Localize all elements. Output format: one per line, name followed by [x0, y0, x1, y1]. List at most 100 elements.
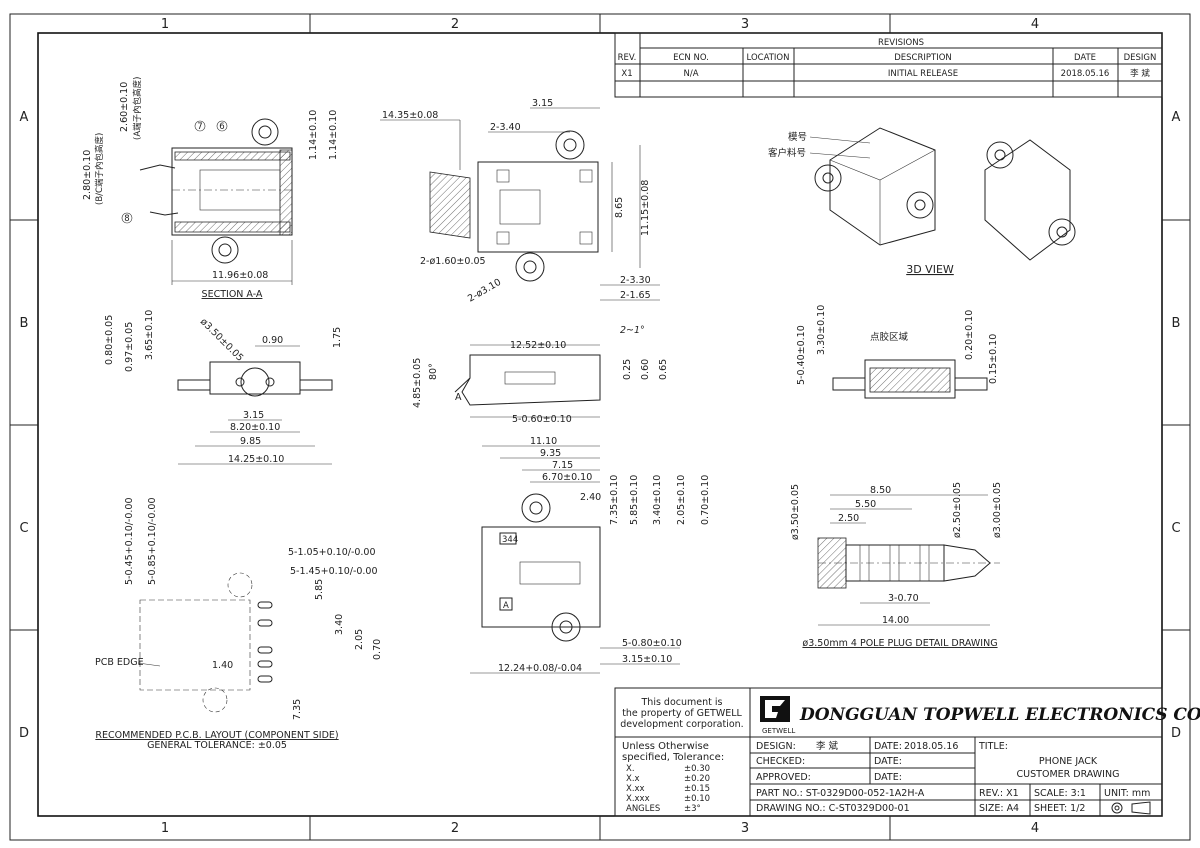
checked-label: CHECKED: [756, 756, 805, 767]
plug-dim-550: 5.50 [855, 499, 876, 510]
sheet-field: SHEET: 1/2 [1034, 803, 1085, 814]
pcb-edge-note: PCB EDGE [95, 657, 144, 668]
top-dim-1115: 11.15±0.08 [640, 180, 651, 236]
row-label-c-right: C [1171, 521, 1180, 536]
design-date-label: DATE: [874, 741, 902, 752]
property-line-2: the property of GETWELL [622, 708, 742, 719]
pcb-dim-5-105: 5-1.05+0.10/-0.00 [288, 547, 376, 558]
plug-dim-1400: 14.00 [882, 615, 909, 626]
pcb-layout: 5-0.45+0.10/-0.00 5-0.85+0.10/-0.00 5-1.… [95, 497, 383, 751]
description-header: DESCRIPTION [894, 53, 952, 63]
top-dim-315: 3.15 [532, 98, 553, 109]
row-label-d-right: D [1171, 726, 1181, 741]
front-dim-090: 0.90 [262, 335, 283, 346]
side-view: 12.52±0.10 2~1° 80° 4.85±0.05 0.25 0.60 … [412, 325, 669, 425]
sec-dim-280: 2.80±0.10 [82, 150, 93, 200]
logo-subtext: GETWELL [762, 727, 795, 735]
glue-dim-5-040: 5-0.40±0.10 [796, 325, 807, 385]
tol-xxxx-value: ±0.10 [684, 794, 710, 804]
glue-dim-020: 0.20±0.10 [964, 310, 975, 360]
row-label-a: A [20, 110, 29, 125]
col-label-3: 3 [741, 17, 749, 32]
side-dim-025: 0.25 [622, 359, 633, 380]
top-dim-865: 8.65 [614, 197, 625, 218]
company-logo: GETWELL [760, 696, 795, 735]
col-label-4: 4 [1031, 17, 1039, 32]
unit-field: UNIT: mm [1104, 788, 1150, 799]
plug-dim-o250: ø2.50±0.05 [952, 482, 963, 538]
bottom-dim-1224: 12.24+0.08/-0.04 [498, 663, 582, 674]
bottom-dim-240: 2.40 [580, 492, 601, 503]
bottom-dim-585: 5.85±0.10 [629, 475, 640, 525]
tol-angles-value: ±3° [684, 804, 701, 814]
side-marker-a: A [455, 392, 462, 403]
property-line-1: This document is [641, 697, 723, 708]
design-label: DESIGN: [756, 741, 796, 752]
front-dim-315: 3.15 [243, 410, 264, 421]
tol-xxx-label: X.xx [626, 784, 645, 794]
side-dim-065: 0.65 [658, 359, 669, 380]
row-label-b: B [20, 316, 29, 331]
balloon-8: 8 [124, 214, 129, 224]
bottom-dim-070: 0.70±0.10 [700, 475, 711, 525]
bottom-view: 344 A 11.10 9.35 7.15 6.70±0.10 2.40 7.3… [470, 436, 711, 674]
design-header: DESIGN [1124, 53, 1157, 63]
company-name: DONGGUAN TOPWELL ELECTRONICS CO.,LTD. [799, 705, 1200, 725]
top-dim-2-165: 2-1.65 [620, 290, 651, 301]
balloon-7: 7 [197, 122, 202, 132]
plug-dim-o350: ø3.50±0.05 [790, 484, 801, 540]
bottom-dim-5-080: 5-0.80±0.10 [622, 638, 682, 649]
side-dim-angle: 2~1° [620, 325, 645, 336]
plug-dim-850: 8.50 [870, 485, 891, 496]
col-label-3-bottom: 3 [741, 821, 749, 836]
col-label-1-bottom: 1 [161, 821, 169, 836]
grid-labels: 1 2 3 4 1 2 3 4 A B C D A B C D [19, 17, 1181, 836]
tolerance-title-1: Unless Otherwise [622, 741, 709, 752]
glue-view: 点胶区域 5-0.40±0.10 3.30±0.10 0.20±0.10 0.1… [796, 305, 999, 399]
front-dim-097: 0.97±0.05 [124, 322, 135, 372]
tol-xx-label: X.x [626, 774, 640, 784]
col-label-4-bottom: 4 [1031, 821, 1039, 836]
pcb-dim-140: 1.40 [212, 660, 233, 671]
pcb-dim-5-145: 5-1.45+0.10/-0.00 [290, 566, 378, 577]
row-label-a-right: A [1172, 110, 1181, 125]
revisions-table: REVISIONS REV. ECN NO. LOCATION DESCRIPT… [614, 32, 1163, 98]
sheet-frame [9, 13, 1191, 841]
top-dim-2-o310: 2-ø3.10 [466, 277, 503, 305]
pcb-layout-label: RECOMMENDED P.C.B. LAYOUT (COMPONENT SID… [95, 730, 338, 741]
glue-note: 点胶区域 [870, 331, 909, 343]
row-label-b-right: B [1172, 316, 1181, 331]
pcb-dim-340: 3.40 [334, 614, 345, 635]
scale-field: SCALE: 3:1 [1034, 788, 1086, 799]
rev-value: X1 [621, 69, 632, 79]
ecn-value: N/A [683, 69, 698, 79]
glue-dim-330: 3.30±0.10 [816, 305, 827, 355]
section-a-a-view: 2.80±0.10 (B/C端子內包高度) 2.60±0.10 (A端子內包高度… [82, 77, 339, 300]
side-dim-80deg: 80° [428, 363, 439, 380]
top-dim-2-340: 2-3.40 [490, 122, 521, 133]
top-view: 14.35±0.08 3.15 2-3.40 8.65 11.15±0.08 2… [380, 98, 660, 305]
title-block: This document is the property of GETWELL… [614, 687, 1200, 817]
bottom-dim-205: 2.05±0.10 [676, 475, 687, 525]
description-value: INITIAL RELEASE [888, 69, 958, 79]
size-field: SIZE: A4 [979, 803, 1019, 814]
tol-angles-label: ANGLES [626, 804, 660, 814]
front-dim-o350: ø3.50±0.05 [198, 316, 245, 363]
pcb-dim-5-045: 5-0.45+0.10/-0.00 [124, 497, 135, 585]
ecn-header: ECN NO. [673, 53, 709, 63]
title-line-2: CUSTOMER DRAWING [1017, 769, 1120, 780]
plug-dim-o300: ø3.00±0.05 [992, 482, 1003, 538]
front-view: 0.80±0.05 0.97±0.05 3.65±0.10 ø3.50±0.05… [104, 310, 343, 465]
col-label-1: 1 [161, 17, 169, 32]
date-value: 2018.05.16 [1061, 69, 1110, 79]
front-dim-175: 1.75 [332, 327, 343, 348]
sec-dim-114b: 1.14±0.10 [328, 110, 339, 160]
glue-dim-015: 0.15±0.10 [988, 334, 999, 384]
bottom-dim-670: 6.70±0.10 [542, 472, 592, 483]
plug-dim-3-070: 3-0.70 [888, 593, 919, 604]
design-by: 李 斌 [816, 740, 839, 752]
tol-xx-value: ±0.20 [684, 774, 710, 784]
design-value: 李 斌 [1130, 68, 1150, 79]
three-d-view: 模号 客户料号 3D VIEW [768, 127, 1076, 276]
